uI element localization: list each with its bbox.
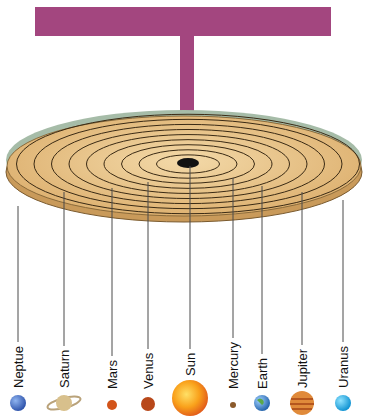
orbit-ring xyxy=(87,135,290,194)
jupiter-ball xyxy=(290,391,314,415)
planet-label: Venus xyxy=(141,353,156,389)
orbit-ring xyxy=(122,145,255,184)
uranus-ball xyxy=(335,395,351,411)
planet-label: Saturn xyxy=(57,350,72,388)
orbit-rings xyxy=(17,114,360,213)
hanging-string xyxy=(302,192,303,345)
earth-land xyxy=(257,399,264,406)
hanger-bar xyxy=(35,7,331,36)
hanging-string xyxy=(190,166,191,349)
orbit-ring xyxy=(157,155,220,173)
neptune-ball xyxy=(10,395,26,411)
saturn-ball xyxy=(56,395,72,411)
mercury-ball xyxy=(230,402,236,408)
planet-label: Sun xyxy=(183,353,198,376)
hanging-string xyxy=(64,192,65,346)
hanging-string xyxy=(18,206,19,342)
jupiter-bands xyxy=(290,399,314,409)
earth-ball xyxy=(254,395,270,411)
orbit-ring xyxy=(139,150,237,178)
hanging-string xyxy=(233,178,234,338)
orbit-ring xyxy=(17,114,360,213)
orbit-ring xyxy=(34,119,342,208)
orbit-ring xyxy=(69,129,307,198)
planet-label: Mars xyxy=(105,360,120,389)
planet-label: Neptue xyxy=(11,346,26,388)
hanger-stem xyxy=(180,36,194,116)
orbit-ring xyxy=(52,124,325,203)
strings xyxy=(18,166,343,356)
hanging-string xyxy=(262,186,263,354)
hanging-string xyxy=(148,182,149,349)
planet-label: Mercury xyxy=(226,342,241,389)
planet-label: Earth xyxy=(255,358,270,389)
venus-ball xyxy=(141,397,155,411)
sun-ball xyxy=(172,380,208,416)
saturn-ring xyxy=(46,394,81,412)
planet-label: Uranus xyxy=(336,346,351,388)
mars-ball xyxy=(107,400,117,410)
orbit-ring xyxy=(104,140,272,189)
planet-label: Jupiter xyxy=(295,349,310,388)
disk-centre xyxy=(177,158,199,168)
hanging-string xyxy=(112,188,113,356)
hanging-string xyxy=(343,200,344,342)
